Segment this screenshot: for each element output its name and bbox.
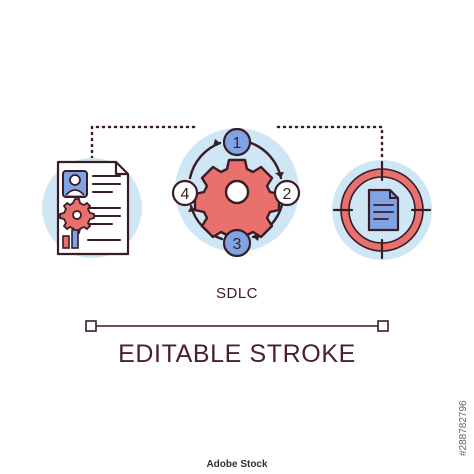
concept-title: SDLC — [215, 285, 258, 302]
small-gear-icon — [59, 198, 95, 234]
step-number: 2 — [283, 186, 292, 203]
target-document-icon — [332, 160, 432, 260]
step-number: 4 — [181, 186, 190, 203]
gear-cycle-icon: 1 2 3 4 — [171, 127, 301, 258]
step-number: 3 — [233, 236, 242, 253]
stock-logo: Adobe Stock — [206, 459, 268, 470]
stock-id: #288782796 — [458, 400, 469, 456]
step-badge: 2 — [273, 179, 301, 207]
document-profile-icon — [42, 158, 142, 258]
step-badge: 4 — [171, 179, 199, 207]
stroke-handle-right — [377, 320, 389, 332]
step-badge: 1 — [222, 127, 252, 157]
step-badge: 3 — [222, 228, 252, 258]
step-number: 1 — [233, 135, 242, 152]
editable-stroke-line — [85, 320, 389, 332]
stroke-handle-left — [85, 320, 97, 332]
dotted-connector — [90, 125, 384, 172]
editable-stroke-label: EDITABLE STROKE — [118, 340, 356, 368]
